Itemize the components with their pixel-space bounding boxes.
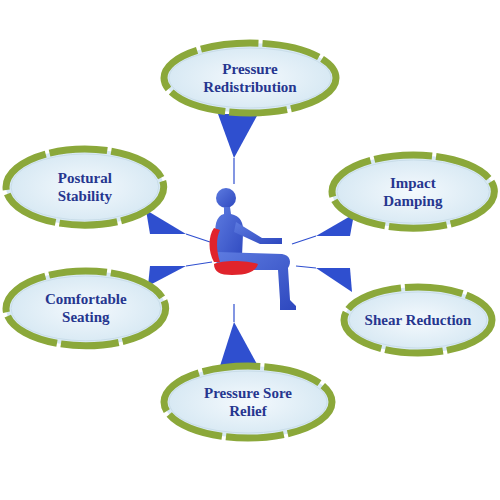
ellipse-node: Pressure Sore Relief xyxy=(160,362,336,442)
ellipse-node: Comfortable Seating xyxy=(2,267,170,350)
ellipse-node: Impact Damping xyxy=(328,151,498,232)
ellipse-outline xyxy=(160,362,336,442)
pointer-triangles xyxy=(146,114,354,366)
node-label: Postural Stability xyxy=(31,169,139,205)
ellipse-outline xyxy=(2,267,170,350)
node-label: Comfortable Seating xyxy=(32,290,140,326)
seated-figure xyxy=(210,188,297,310)
ellipse-outline xyxy=(160,39,340,117)
ellipse-outline xyxy=(2,145,168,229)
ellipse-outline xyxy=(328,151,498,232)
ellipse-node: Pressure Redistribution xyxy=(160,39,340,117)
node-label: Pressure Redistribution xyxy=(196,60,304,96)
node-label: Pressure Sore Relief xyxy=(194,384,302,420)
ellipse-node: Shear Reduction xyxy=(340,283,496,357)
leader-lines xyxy=(186,158,316,322)
node-label: Shear Reduction xyxy=(364,311,472,329)
node-label: Impact Damping xyxy=(359,174,467,210)
ellipse-node: Postural Stability xyxy=(2,145,168,229)
